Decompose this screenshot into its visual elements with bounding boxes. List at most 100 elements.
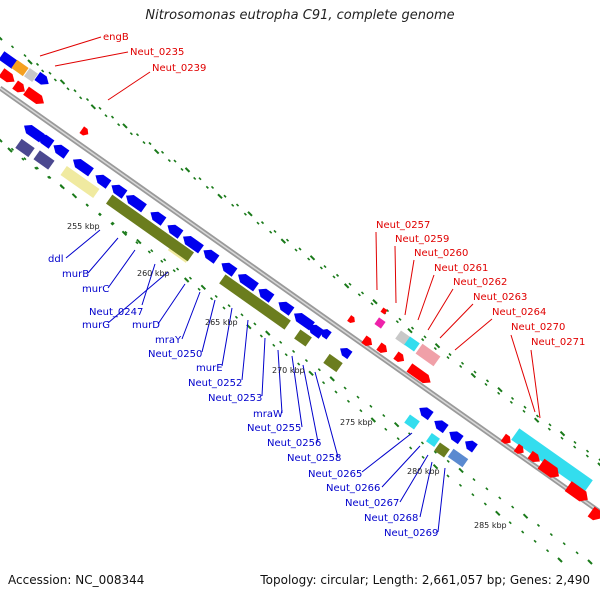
gene-reverse-b[interactable] <box>338 345 353 360</box>
gene-reverse-15[interactable] <box>276 298 295 316</box>
gene-reverse-17[interactable] <box>306 321 325 339</box>
gene-label-murG[interactable]: murG <box>82 320 110 331</box>
gene-olive-4[interactable] <box>323 353 343 373</box>
gene-label-murB[interactable]: murB <box>62 269 89 280</box>
leader-reverse-4 <box>107 271 169 324</box>
gene-reverse-4[interactable] <box>70 156 94 177</box>
gene-forward-r2[interactable] <box>513 443 527 457</box>
gene-block-blue-1[interactable] <box>0 51 18 69</box>
gene-label-neut-0253[interactable]: Neut_0253 <box>208 393 262 404</box>
gene-label-ddl[interactable]: ddl <box>48 254 63 265</box>
gene-label-neut-0261[interactable]: Neut_0261 <box>434 263 488 274</box>
gene-reverse-5[interactable] <box>93 171 112 189</box>
gene-cyan-r2[interactable] <box>426 433 440 447</box>
gene-reverse-13[interactable] <box>235 271 259 292</box>
gene-label-neut-0270[interactable]: Neut_0270 <box>511 322 565 333</box>
gene-label-neut-0265[interactable]: Neut_0265 <box>308 469 362 480</box>
gene-label-neut-0268[interactable]: Neut_0268 <box>364 513 418 524</box>
gene-cyan-long[interactable] <box>511 428 593 492</box>
gene-olive-3[interactable] <box>294 329 312 347</box>
gene-steelblue[interactable] <box>447 448 469 468</box>
gene-label-neut-0256[interactable]: Neut_0256 <box>267 438 321 449</box>
gene-forward-m4[interactable] <box>393 351 406 364</box>
kbp-label-270: 270 kbp <box>272 366 305 375</box>
gene-olive-1[interactable] <box>105 194 195 262</box>
gene-reverse-14[interactable] <box>256 285 275 303</box>
gene-label-neut-0257[interactable]: Neut_0257 <box>376 220 430 231</box>
gene-label-neut-0252[interactable]: Neut_0252 <box>188 378 242 389</box>
gene-arrow-red-1[interactable] <box>0 68 17 85</box>
gene-block-gray[interactable] <box>24 68 38 82</box>
gene-cream-1[interactable] <box>60 165 100 199</box>
gene-label-neut-0235[interactable]: Neut_0235 <box>130 47 184 58</box>
gene-label-mraW[interactable]: mraW <box>253 409 283 420</box>
gene-reverse-7[interactable] <box>123 192 147 213</box>
gene-reverse-11[interactable] <box>201 246 220 264</box>
gene-olive-2[interactable] <box>219 274 291 330</box>
gene-red-dot[interactable] <box>380 307 388 315</box>
gene-forward-r1[interactable] <box>500 433 514 447</box>
kbp-label-275: 275 kbp <box>340 418 373 427</box>
gene-forward-r4[interactable] <box>537 458 563 481</box>
gene-reverse-r3[interactable] <box>446 428 464 445</box>
gene-cyan-r[interactable] <box>404 414 420 430</box>
leader-reverse-13 <box>302 364 319 443</box>
gene-purple-1[interactable] <box>15 138 35 158</box>
gene-pink[interactable] <box>415 343 441 367</box>
gene-label-murC[interactable]: murC <box>82 284 109 295</box>
gene-forward-r5[interactable] <box>564 481 592 505</box>
gene-arrow-blue[interactable] <box>34 71 51 88</box>
leader-forward-6 <box>454 318 493 351</box>
gene-label-murD[interactable]: murD <box>132 320 160 331</box>
gene-label-mraY[interactable]: mraY <box>155 335 182 346</box>
gene-forward-m5[interactable] <box>406 363 433 386</box>
gene-arrow-red-3[interactable] <box>23 86 47 108</box>
gene-label-neut-0271[interactable]: Neut_0271 <box>531 337 585 348</box>
gene-forward-m1[interactable] <box>347 315 357 325</box>
gene-arrow-red-2[interactable] <box>12 80 28 95</box>
gene-label-murE[interactable]: murE <box>196 363 223 374</box>
gene-label-neut-0247[interactable]: Neut_0247 <box>89 307 143 318</box>
gene-reverse-8[interactable] <box>148 208 167 226</box>
gene-label-neut-0255[interactable]: Neut_0255 <box>247 423 301 434</box>
gene-reverse-r1[interactable] <box>416 404 434 421</box>
leader-neut-0271 <box>530 349 541 419</box>
leader-forward-0 <box>375 231 378 291</box>
gene-label-neut-0266[interactable]: Neut_0266 <box>326 483 380 494</box>
gene-label-neut-0259[interactable]: Neut_0259 <box>395 234 449 245</box>
gene-label-neut-0250[interactable]: Neut_0250 <box>148 349 202 360</box>
gene-reverse-12[interactable] <box>219 259 238 277</box>
gene-label-neut-0264[interactable]: Neut_0264 <box>492 307 546 318</box>
gene-reverse-10[interactable] <box>180 233 204 254</box>
gene-label-neut-0267[interactable]: Neut_0267 <box>345 498 399 509</box>
gene-reverse-2[interactable] <box>36 131 55 149</box>
gene-reverse-6[interactable] <box>109 181 128 199</box>
gene-reverse-a[interactable] <box>318 326 332 340</box>
gene-forward-r6[interactable] <box>587 506 600 524</box>
gene-olive-r[interactable] <box>434 442 450 458</box>
gene-arrow-red-small[interactable] <box>79 126 90 137</box>
kbp-label-260: 260 kbp <box>137 269 170 278</box>
gene-label-neut-0263[interactable]: Neut_0263 <box>473 292 527 303</box>
gene-purple-2[interactable] <box>33 150 55 170</box>
gene-label-neut-0260[interactable]: Neut_0260 <box>414 248 468 259</box>
gene-reverse-r4[interactable] <box>462 437 478 453</box>
gene-reverse-9[interactable] <box>165 221 184 239</box>
reverse-gene-labels: ddl murB murC Neut_0247 murG murD mraY N… <box>48 254 438 539</box>
gene-cyan-m[interactable] <box>404 336 420 352</box>
gene-reverse-r2[interactable] <box>431 417 449 434</box>
gene-label-neut-0258[interactable]: Neut_0258 <box>287 453 341 464</box>
gene-label-engB[interactable]: engB <box>103 32 129 43</box>
gene-reverse-3[interactable] <box>51 141 70 159</box>
gene-block-orange[interactable] <box>11 59 29 77</box>
gene-features[interactable] <box>0 51 600 523</box>
gene-magenta[interactable] <box>374 317 386 329</box>
gene-forward-r3[interactable] <box>527 450 543 465</box>
gene-label-neut-0262[interactable]: Neut_0262 <box>453 277 507 288</box>
gene-forward-m3[interactable] <box>376 342 389 355</box>
gene-forward-m2[interactable] <box>361 335 374 348</box>
gene-label-neut-0269[interactable]: Neut_0269 <box>384 528 438 539</box>
leader-reverse-11 <box>277 349 283 414</box>
tick-row-reverse <box>7 147 593 565</box>
gene-label-neut-0239[interactable]: Neut_0239 <box>152 63 206 74</box>
